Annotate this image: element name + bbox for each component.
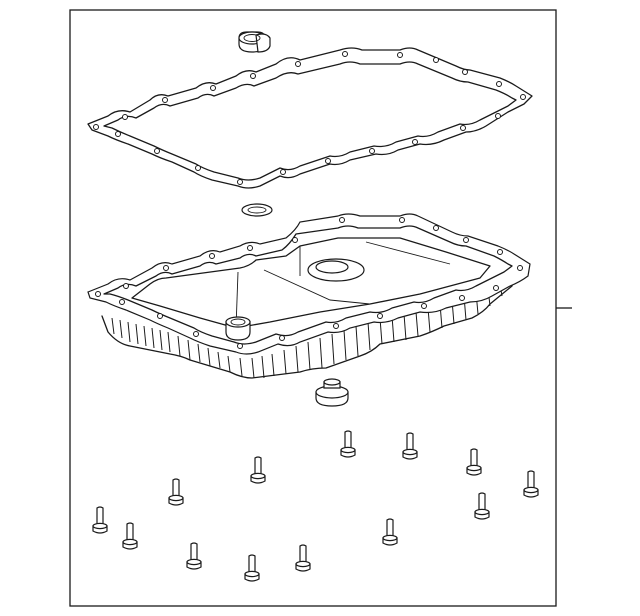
bolt-icon	[244, 554, 260, 582]
o-ring-icon	[241, 203, 273, 217]
bolt-icon	[295, 544, 311, 572]
bolt-icon	[466, 448, 482, 476]
bolt-icon	[186, 542, 202, 570]
fill-plug-icon	[315, 378, 349, 407]
bolt-icon	[474, 492, 490, 520]
pan-gasket-icon	[87, 47, 533, 189]
oil-pan-icon	[87, 213, 531, 379]
bolt-icon	[382, 518, 398, 546]
bolt-icon	[122, 522, 138, 550]
bolt-icon	[523, 470, 539, 498]
drain-plug-icon	[238, 31, 271, 53]
pan-bolts	[92, 430, 539, 582]
bolt-icon	[402, 432, 418, 460]
bolt-icon	[340, 430, 356, 458]
bolt-icon	[250, 456, 266, 484]
bolt-icon	[92, 506, 108, 534]
bolt-icon	[168, 478, 184, 506]
